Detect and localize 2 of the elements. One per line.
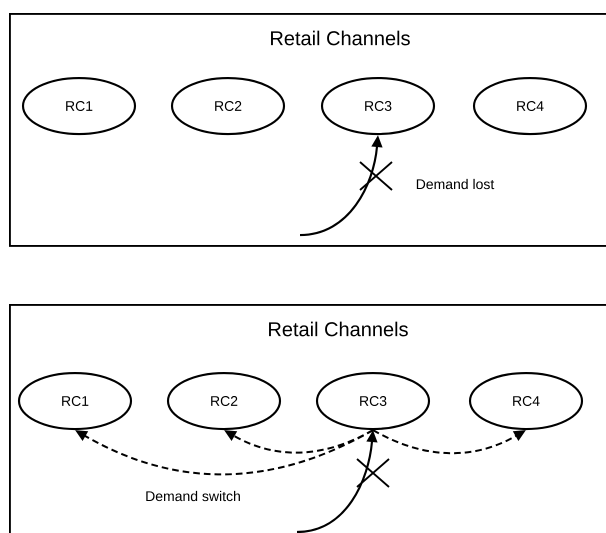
edge-label: Demand lost bbox=[416, 178, 494, 190]
edge-label: Demand switch bbox=[146, 490, 240, 502]
